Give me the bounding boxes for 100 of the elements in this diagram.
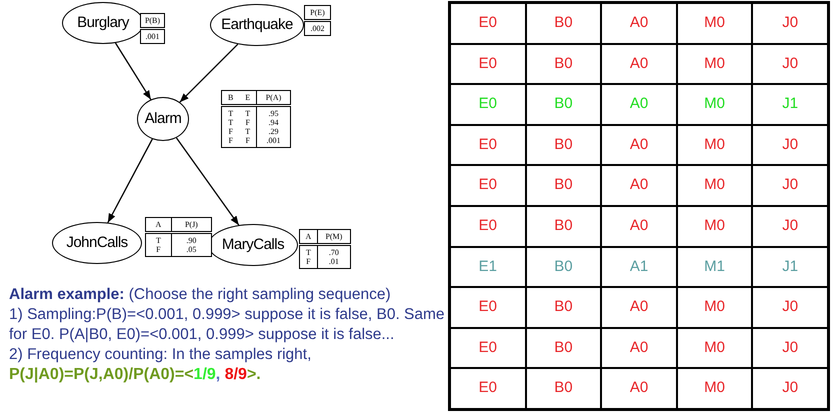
table-cell-text: .05 [186, 245, 196, 254]
sample-value: A0 [630, 94, 648, 114]
sample-value: A0 [630, 216, 648, 236]
sample-value: J0 [782, 13, 798, 34]
table-cell-text: T [245, 109, 250, 118]
sample-value: B0 [554, 216, 573, 236]
arrow [176, 137, 240, 226]
table-cell-text: T [156, 236, 161, 245]
sample-value: E0 [478, 297, 497, 318]
table-cell-text: T [306, 248, 311, 257]
node-ellipse [210, 4, 304, 46]
sample-value: A0 [630, 338, 648, 358]
sample-value: E0 [478, 94, 497, 114]
formula-text: 1/9 [194, 365, 216, 385]
arrow [107, 138, 153, 223]
formula-text: >. [246, 365, 261, 385]
sample-value: A0 [630, 54, 648, 74]
sample-value: M0 [704, 175, 726, 196]
sample-value: B0 [554, 297, 573, 318]
node-ellipse [52, 222, 142, 264]
table-cell-text: F [306, 257, 311, 266]
sample-value: E0 [478, 13, 497, 34]
formula-text: P(J|A0)=P(J,A0)/P(A0)=< [9, 365, 194, 385]
table-cell-text: .001 [266, 136, 280, 145]
table-cell-text: P(E) [310, 8, 325, 17]
table-cell-text: .90 [186, 236, 196, 245]
node-label: Burglary [77, 12, 129, 33]
sample-value: E1 [478, 256, 497, 277]
sample-value: J0 [782, 378, 798, 398]
node-label: Alarm [144, 108, 182, 129]
sample-value: J0 [782, 175, 798, 196]
arrow [179, 44, 238, 103]
table-cell-text: .95 [268, 109, 278, 118]
node-label: MaryCalls [222, 234, 284, 255]
sample-value: M1 [704, 256, 726, 277]
table-cell-text: F [245, 136, 250, 145]
table-cell-text: T [228, 118, 234, 127]
table-cell-text: F [156, 245, 161, 254]
sample-value: M0 [704, 54, 726, 74]
sample-value: B0 [554, 175, 573, 196]
sample-value: M0 [704, 216, 726, 236]
table-cell-text: T [245, 127, 250, 136]
description-text: Alarm example: (Choose the right sampling sequence) [9, 285, 392, 305]
sample-value: B0 [554, 134, 573, 155]
sample-value: M0 [704, 94, 726, 114]
sample-value: E0 [478, 216, 497, 236]
sample-value: E0 [478, 338, 497, 358]
sample-value: A0 [630, 134, 648, 155]
sample-value: M0 [704, 13, 726, 34]
table-cell-text: .70 [328, 248, 339, 257]
sample-value: A1 [630, 256, 648, 277]
table-cell-text: P(A) [266, 93, 282, 102]
sample-value: J0 [782, 338, 798, 358]
table-cell-text: .01 [328, 257, 339, 266]
sample-value: A0 [630, 297, 648, 318]
table-cell-text: B [228, 93, 234, 102]
sample-value: M0 [704, 338, 726, 358]
table-cell-text: F [228, 136, 233, 145]
table-cell-text: A [305, 232, 312, 241]
table-cell-text: .002 [310, 24, 324, 33]
table-cell-text: F [228, 127, 233, 136]
sample-value: J0 [782, 134, 798, 155]
table-cell-text: .001 [146, 32, 160, 41]
table-cell-text: P(J) [184, 220, 198, 229]
sample-value: M0 [704, 297, 726, 318]
formula-text: , [216, 365, 222, 385]
sample-value: J0 [782, 297, 798, 318]
sample-value: E0 [478, 378, 497, 398]
table-cell-text: .94 [268, 118, 278, 127]
sample-value: B0 [554, 378, 573, 398]
sample-value: M0 [704, 378, 726, 398]
sample-value: A0 [630, 13, 648, 34]
formula-text: 8/9 [224, 365, 247, 385]
table-cell-text: F [245, 118, 250, 127]
description-text: 2) Frequency counting: In the samples right, [9, 345, 312, 365]
sample-value: J1 [782, 94, 798, 114]
sample-value: J0 [782, 54, 798, 74]
table-cell-text: P(M) [325, 232, 342, 241]
table-cell-text: P(B) [144, 16, 160, 25]
sample-value: A0 [630, 175, 648, 196]
sample-value: J0 [782, 216, 798, 236]
description-text: 1) Sampling:P(B)=<0.001, 0.999> suppose it is false, B0. Same for E0. P(A|B0, E0)=<0.001, 0.999> suppose it is false... [9, 305, 445, 345]
sample-value: B0 [554, 94, 573, 114]
table-cell-text: A [156, 220, 162, 229]
sample-value: J1 [782, 256, 798, 277]
table-cell-text: .29 [268, 127, 278, 136]
sample-value: E0 [478, 54, 497, 74]
sample-value: E0 [478, 134, 497, 155]
node-label: JohnCalls [66, 232, 128, 253]
arrow [114, 42, 152, 100]
sample-value: B0 [554, 13, 573, 34]
sample-value: B0 [554, 54, 573, 74]
sample-value: B0 [554, 338, 573, 358]
sample-value: A0 [630, 378, 648, 398]
node-label: Earthquake [221, 14, 293, 35]
sample-value: E0 [478, 175, 497, 196]
table-cell-text: T [228, 109, 234, 118]
sample-value: M0 [704, 134, 726, 155]
node-ellipse [137, 97, 189, 141]
table-cell-text: E [245, 93, 250, 102]
